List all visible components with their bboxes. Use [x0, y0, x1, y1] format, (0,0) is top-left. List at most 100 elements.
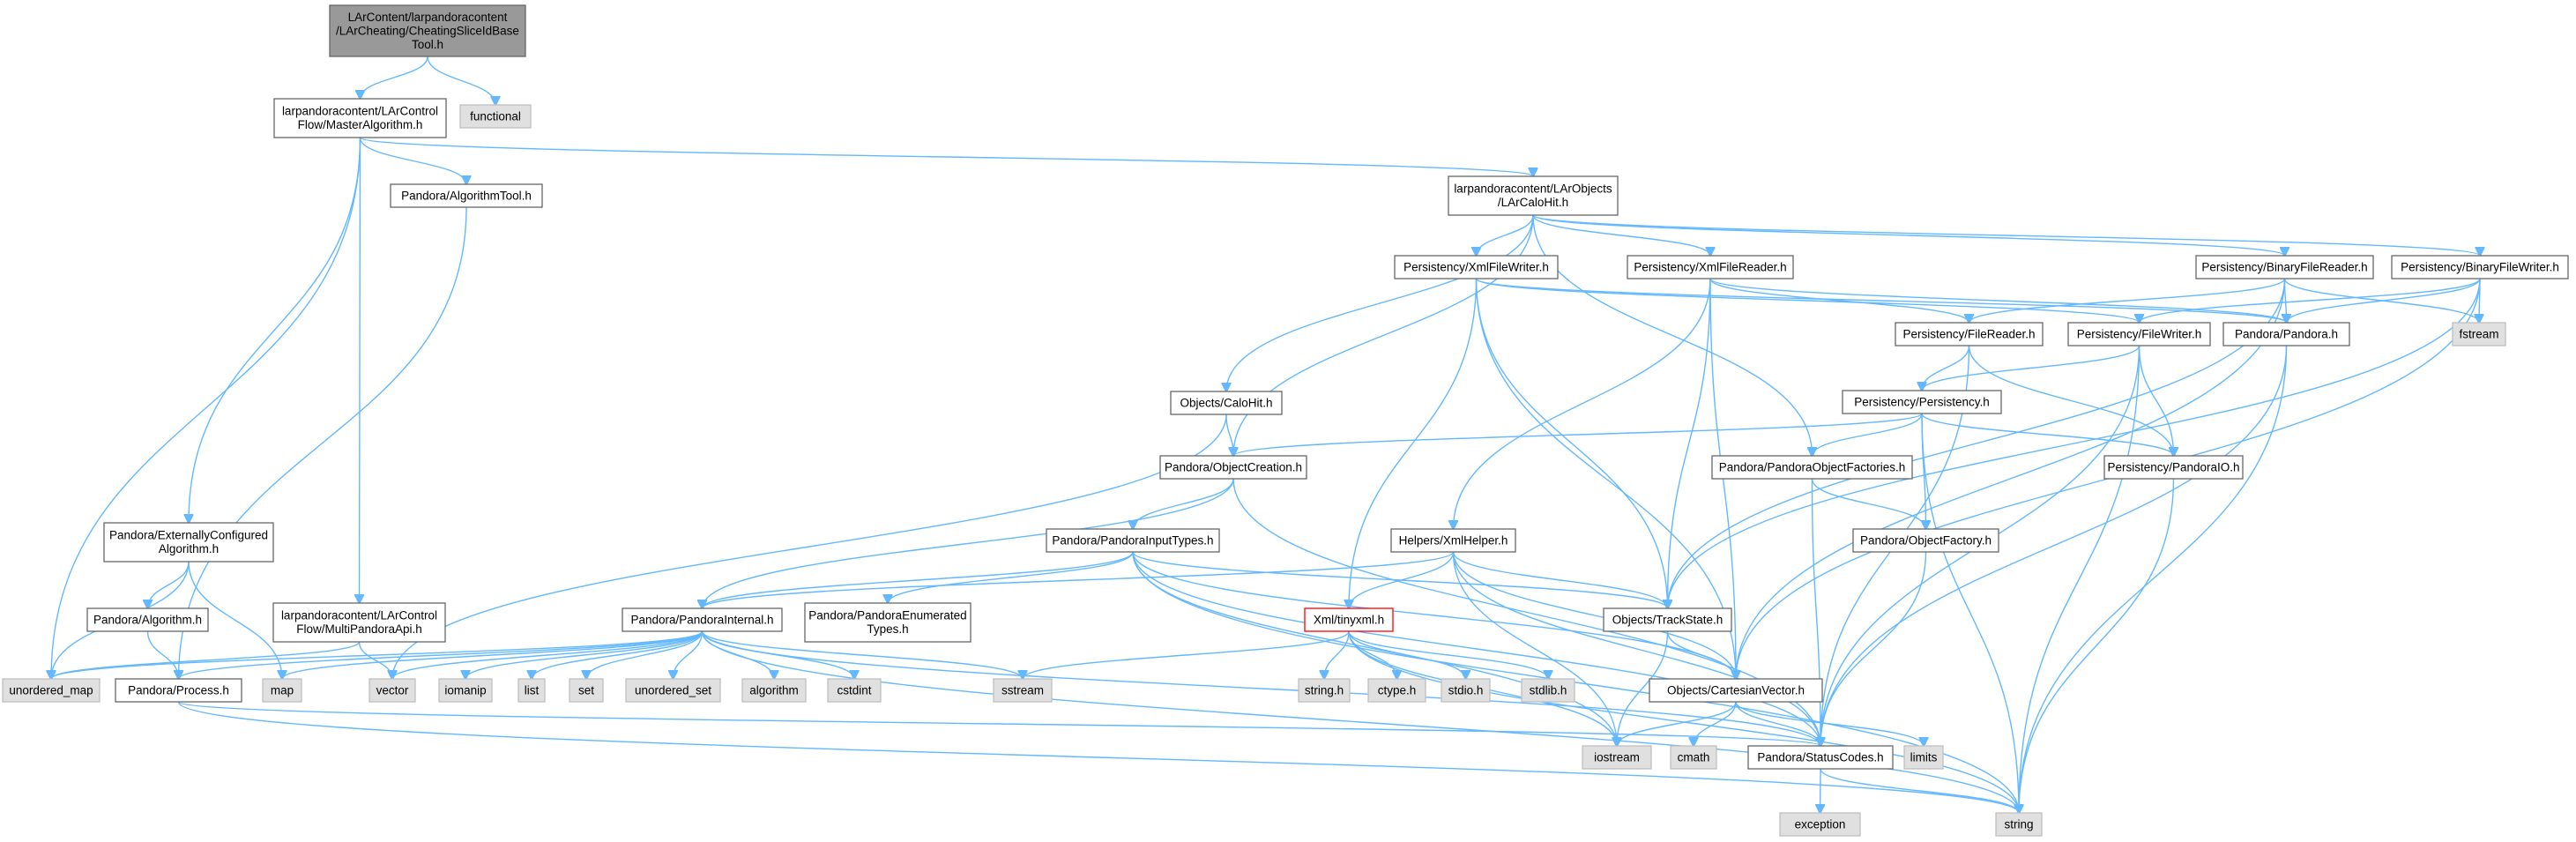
edge-xmlreader-to-filereader [1709, 278, 1969, 323]
node-inputtypes[interactable]: Pandora/PandoraInputTypes.h [1046, 528, 1220, 553]
node-algtool-label: Pandora/AlgorithmTool.h [401, 189, 532, 202]
node-algorithm_h-box [86, 607, 209, 632]
node-master[interactable]: larpandoracontent/LArControlFlow/MasterA… [273, 98, 447, 138]
node-string: string [1995, 812, 2043, 837]
node-persistency[interactable]: Persistency/Persistency.h [1842, 390, 2002, 414]
node-root-label: Tool.h [412, 38, 443, 51]
node-stdio_h: stdio.h [1441, 678, 1491, 703]
node-objcreation[interactable]: Pandora/ObjectCreation.h [1159, 455, 1307, 480]
node-list-label: list [525, 683, 540, 697]
node-persistency-box [1842, 390, 2002, 414]
node-xmlreader[interactable]: Persistency/XmlFileReader.h [1627, 255, 1794, 279]
node-map-box [262, 678, 302, 703]
node-objfactory[interactable]: Pandora/ObjectFactory.h [1852, 528, 1999, 553]
node-statuscodes-label: Pandora/StatusCodes.h [1757, 750, 1883, 764]
node-set-box [569, 678, 604, 703]
edge-master-to-extconfig [189, 137, 361, 523]
node-objfactories[interactable]: Pandora/PandoraObjectFactories.h [1711, 455, 1913, 480]
node-process[interactable]: Pandora/Process.h [115, 678, 242, 703]
node-binwriter[interactable]: Persistency/BinaryFileWriter.h [2391, 255, 2569, 279]
node-filewriter-box [2067, 322, 2211, 346]
node-pandoraio[interactable]: Persistency/PandoraIO.h [2103, 455, 2244, 480]
edge-cartesian-to-cmath [1694, 701, 1737, 746]
node-sstream-box [993, 678, 1053, 703]
edge-binwriter-to-filewriter [2140, 278, 2481, 323]
edge-process-to-string [177, 701, 2020, 813]
node-tinyxml-box [1304, 607, 1394, 632]
node-internal-box [622, 607, 783, 632]
node-internal[interactable]: Pandora/PandoraInternal.h [622, 607, 783, 632]
node-unordered_map: unordered_map [2, 678, 101, 703]
edge-objfactory-to-statuscodes [1820, 551, 1927, 746]
node-statuscodes-box [1747, 745, 1894, 770]
edge-master-to-algtool [359, 137, 467, 184]
node-objcalohit[interactable]: Objects/CaloHit.h [1170, 391, 1283, 415]
node-binwriter-label: Persistency/BinaryFileWriter.h [2401, 260, 2559, 273]
node-iostream-label: iostream [1594, 750, 1640, 764]
node-cartesian-label: Objects/CartesianVector.h [1667, 683, 1805, 697]
node-functional-box [459, 104, 532, 129]
edge-objcalohit-to-objcreation [1225, 414, 1233, 456]
node-enumtypes-label: Types.h [867, 622, 908, 636]
node-filereader[interactable]: Persistency/FileReader.h [1895, 322, 2044, 346]
node-unordered_set: unordered_set [625, 678, 721, 703]
edge-filewriter-to-pandoraio [2138, 345, 2174, 456]
node-cmath-box [1670, 745, 1717, 770]
node-vector: vector [369, 678, 416, 703]
node-cartesian[interactable]: Objects/CartesianVector.h [1649, 678, 1823, 703]
edge-tinyxml-to-stdlib_h [1348, 630, 1548, 679]
node-objcalohit-label: Objects/CaloHit.h [1180, 396, 1272, 409]
node-string_h-box [1298, 678, 1351, 703]
node-functional-label: functional [470, 109, 521, 123]
node-xmlwriter[interactable]: Persistency/XmlFileWriter.h [1394, 255, 1559, 279]
node-binreader[interactable]: Persistency/BinaryFileReader.h [2195, 255, 2374, 279]
edge-persistency-to-objcreation [1233, 413, 1923, 456]
node-unordered_map-box [2, 678, 101, 703]
node-algorithm_h[interactable]: Pandora/Algorithm.h [86, 607, 209, 632]
node-xmlhelper-box [1390, 528, 1516, 553]
node-multiapi-box [272, 602, 446, 643]
node-pandora[interactable]: Pandora/Pandora.h [2222, 322, 2350, 346]
node-fstream: fstream [2452, 322, 2506, 346]
edge-tinyxml-to-string_h [1324, 630, 1350, 679]
node-multiapi[interactable]: larpandoracontent/LArControlFlow/MultiPa… [272, 602, 446, 643]
node-extconfig-box [103, 522, 274, 563]
node-stdlib_h-label: stdlib.h [1530, 683, 1567, 697]
node-xmlhelper[interactable]: Helpers/XmlHelper.h [1390, 528, 1516, 553]
edge-xmlhelper-to-tinyxml [1349, 551, 1455, 608]
node-trackstate[interactable]: Objects/TrackState.h [1603, 607, 1732, 632]
node-calohit[interactable]: larpandoracontent/LArObjects/LArCaloHit.… [1448, 175, 1619, 216]
node-string-label: string [2004, 817, 2033, 831]
node-root[interactable]: LArContent/larpandoracontent/LArCheating… [329, 4, 526, 57]
node-tinyxml-label: Xml/tinyxml.h [1314, 613, 1384, 626]
node-iomanip-label: iomanip [444, 683, 486, 697]
node-xmlwriter-label: Persistency/XmlFileWriter.h [1403, 260, 1549, 273]
edge-xmlwriter-to-pandora [1475, 278, 2287, 323]
node-set-label: set [578, 683, 594, 697]
node-statuscodes[interactable]: Pandora/StatusCodes.h [1747, 745, 1894, 770]
node-string_h-label: string.h [1305, 683, 1344, 697]
edge-inputtypes-to-statuscodes [1132, 551, 1820, 746]
node-internal-label: Pandora/PandoraInternal.h [630, 613, 773, 626]
edge-calohit-to-objcalohit [1226, 214, 1534, 391]
node-xmlreader-label: Persistency/XmlFileReader.h [1634, 260, 1786, 273]
node-algorithm-label: algorithm [749, 683, 799, 697]
node-stdio_h-label: stdio.h [1448, 683, 1484, 697]
edge-root-to-functional [427, 56, 495, 105]
node-multiapi-label: larpandoracontent/LArControl [281, 609, 437, 622]
edge-tinyxml-to-stdio_h [1348, 630, 1466, 679]
edge-binreader-to-filereader [1969, 278, 2286, 323]
node-string_h: string.h [1298, 678, 1351, 703]
edge-internal-to-sstream [701, 630, 1024, 679]
edge-internal-to-map [282, 630, 704, 679]
node-fstream-label: fstream [2459, 327, 2498, 340]
edge-xmlreader-to-xmlhelper [1454, 278, 1711, 529]
node-extconfig-label: Pandora/ExternallyConfigured [109, 529, 268, 542]
node-filereader-box [1895, 322, 2044, 346]
node-root-box [329, 4, 526, 57]
node-filewriter[interactable]: Persistency/FileWriter.h [2067, 322, 2211, 346]
node-algtool[interactable]: Pandora/AlgorithmTool.h [390, 183, 543, 208]
